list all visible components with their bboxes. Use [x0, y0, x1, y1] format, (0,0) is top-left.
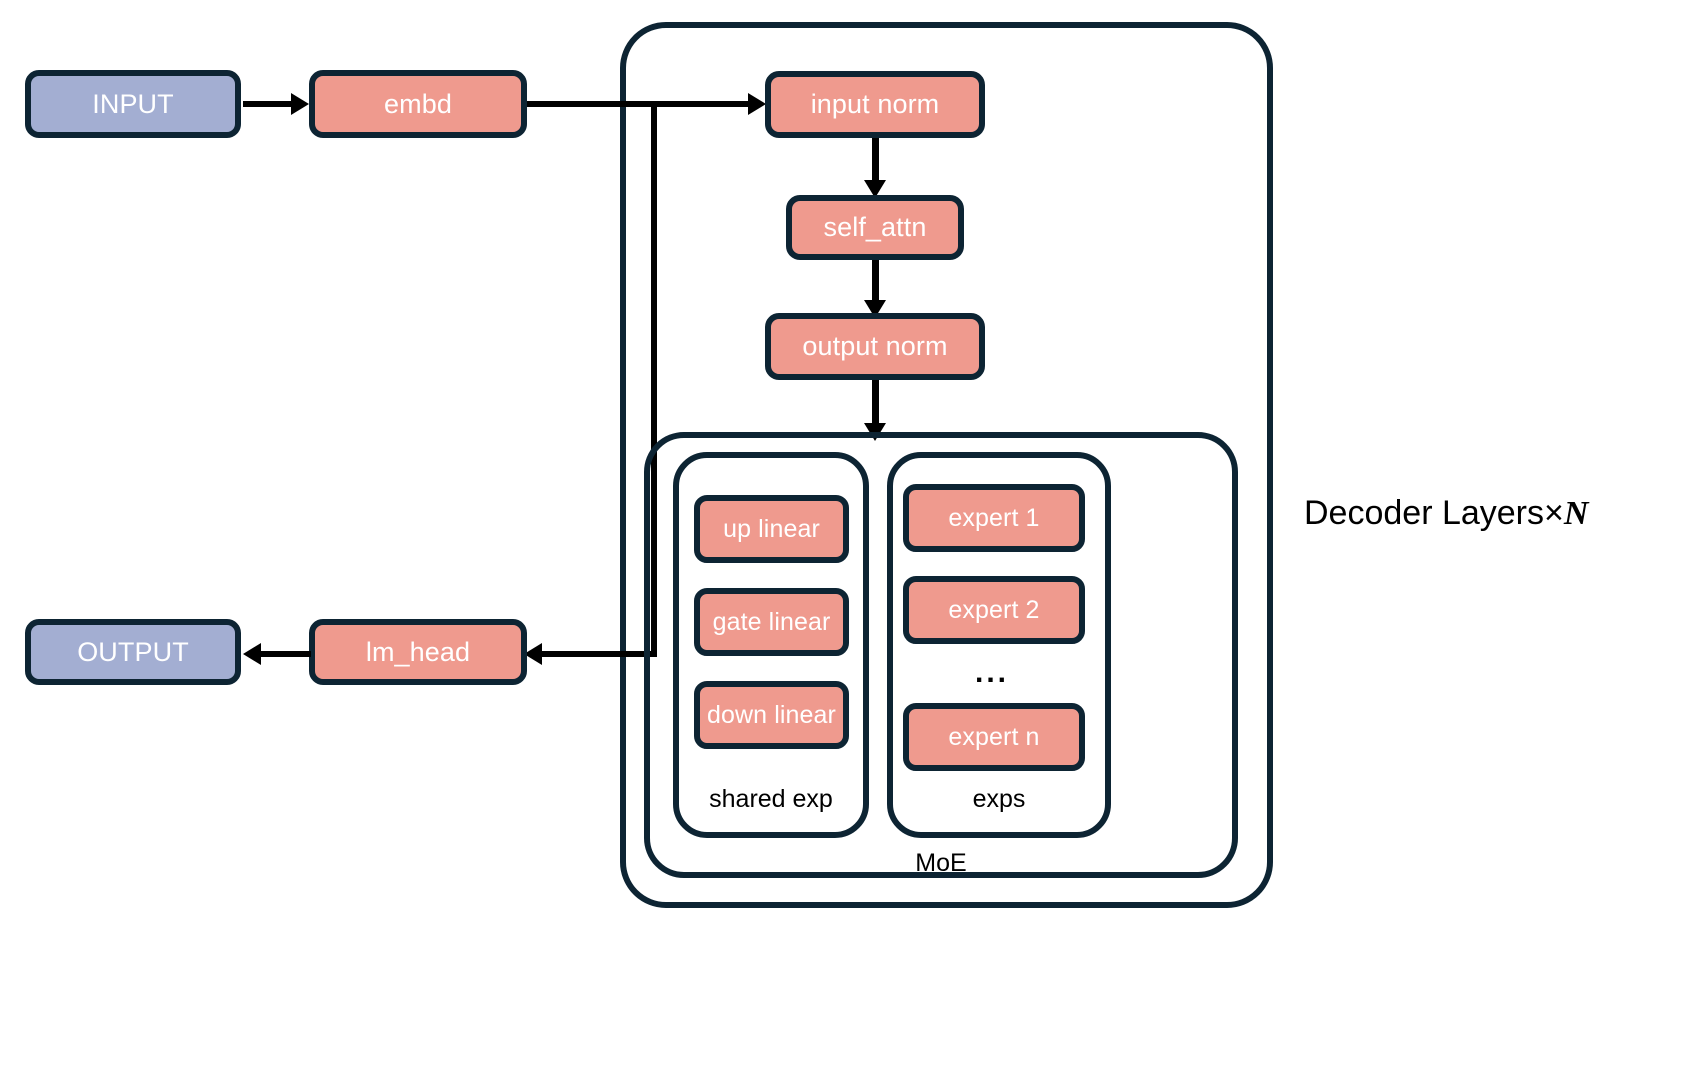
node-expert-2[interactable]: expert 2: [903, 576, 1085, 644]
node-down-linear[interactable]: down linear: [694, 681, 849, 749]
node-lm-head[interactable]: lm_head: [309, 619, 527, 685]
node-up-linear-label: up linear: [723, 514, 820, 543]
moe-group-caption: MoE: [915, 849, 967, 877]
node-up-linear[interactable]: up linear: [694, 495, 849, 563]
node-output-label: OUTPUT: [77, 636, 189, 667]
connector-lmhead-to-output: [259, 651, 311, 657]
shared-exp-group: [673, 452, 869, 838]
node-self-attn-label: self_attn: [823, 212, 927, 242]
node-gate-linear-label: gate linear: [712, 607, 831, 636]
connector-residual-bus: [651, 101, 657, 657]
exps-group: [887, 452, 1111, 838]
node-input-norm[interactable]: input norm: [765, 71, 985, 138]
node-embd-label: embd: [384, 88, 452, 119]
moe-group: [644, 432, 1238, 878]
connector-outputnorm-to-moe: [872, 380, 879, 430]
connector-embd-to-inputnorm: [527, 101, 751, 107]
node-expert-1-label: expert 1: [948, 503, 1040, 532]
node-output[interactable]: OUTPUT: [25, 619, 241, 685]
arrowhead-inputnorm: [748, 93, 766, 115]
shared-exp-caption: shared exp: [709, 785, 833, 813]
experts-ellipsis: ...: [975, 656, 1010, 689]
node-expert-2-label: expert 2: [948, 595, 1040, 624]
node-input[interactable]: INPUT: [25, 70, 241, 138]
node-expert-n[interactable]: expert n: [903, 703, 1085, 771]
node-self-attn[interactable]: self_attn: [786, 195, 964, 260]
node-embd[interactable]: embd: [309, 70, 527, 138]
node-expert-n-label: expert n: [948, 722, 1040, 751]
node-down-linear-label: down linear: [707, 700, 836, 729]
decoder-layers-group: [620, 22, 1273, 908]
arrowhead-output: [243, 643, 261, 665]
connector-inputnorm-to-selfattn: [872, 138, 879, 186]
arrowhead-embd: [291, 93, 309, 115]
node-gate-linear[interactable]: gate linear: [694, 588, 849, 656]
connector-bus-to-lmhead: [540, 651, 657, 657]
node-input-label: INPUT: [92, 88, 174, 119]
node-output-norm-label: output norm: [802, 331, 948, 361]
connector-input-to-embd: [243, 101, 293, 107]
decoder-layers-count-var: N: [1563, 495, 1589, 532]
arrowhead-lmhead: [524, 643, 542, 665]
decoder-layers-annotation: Decoder Layers×N: [1304, 496, 1588, 531]
exps-caption: exps: [972, 785, 1026, 813]
node-output-norm[interactable]: output norm: [765, 313, 985, 380]
arrowhead-selfattn: [864, 180, 886, 198]
node-lm-head-label: lm_head: [365, 636, 471, 667]
connector-selfattn-to-outputnorm: [872, 260, 879, 307]
node-expert-1[interactable]: expert 1: [903, 484, 1085, 552]
node-input-norm-label: input norm: [810, 89, 940, 119]
decoder-layers-prefix: Decoder Layers×: [1304, 494, 1564, 532]
